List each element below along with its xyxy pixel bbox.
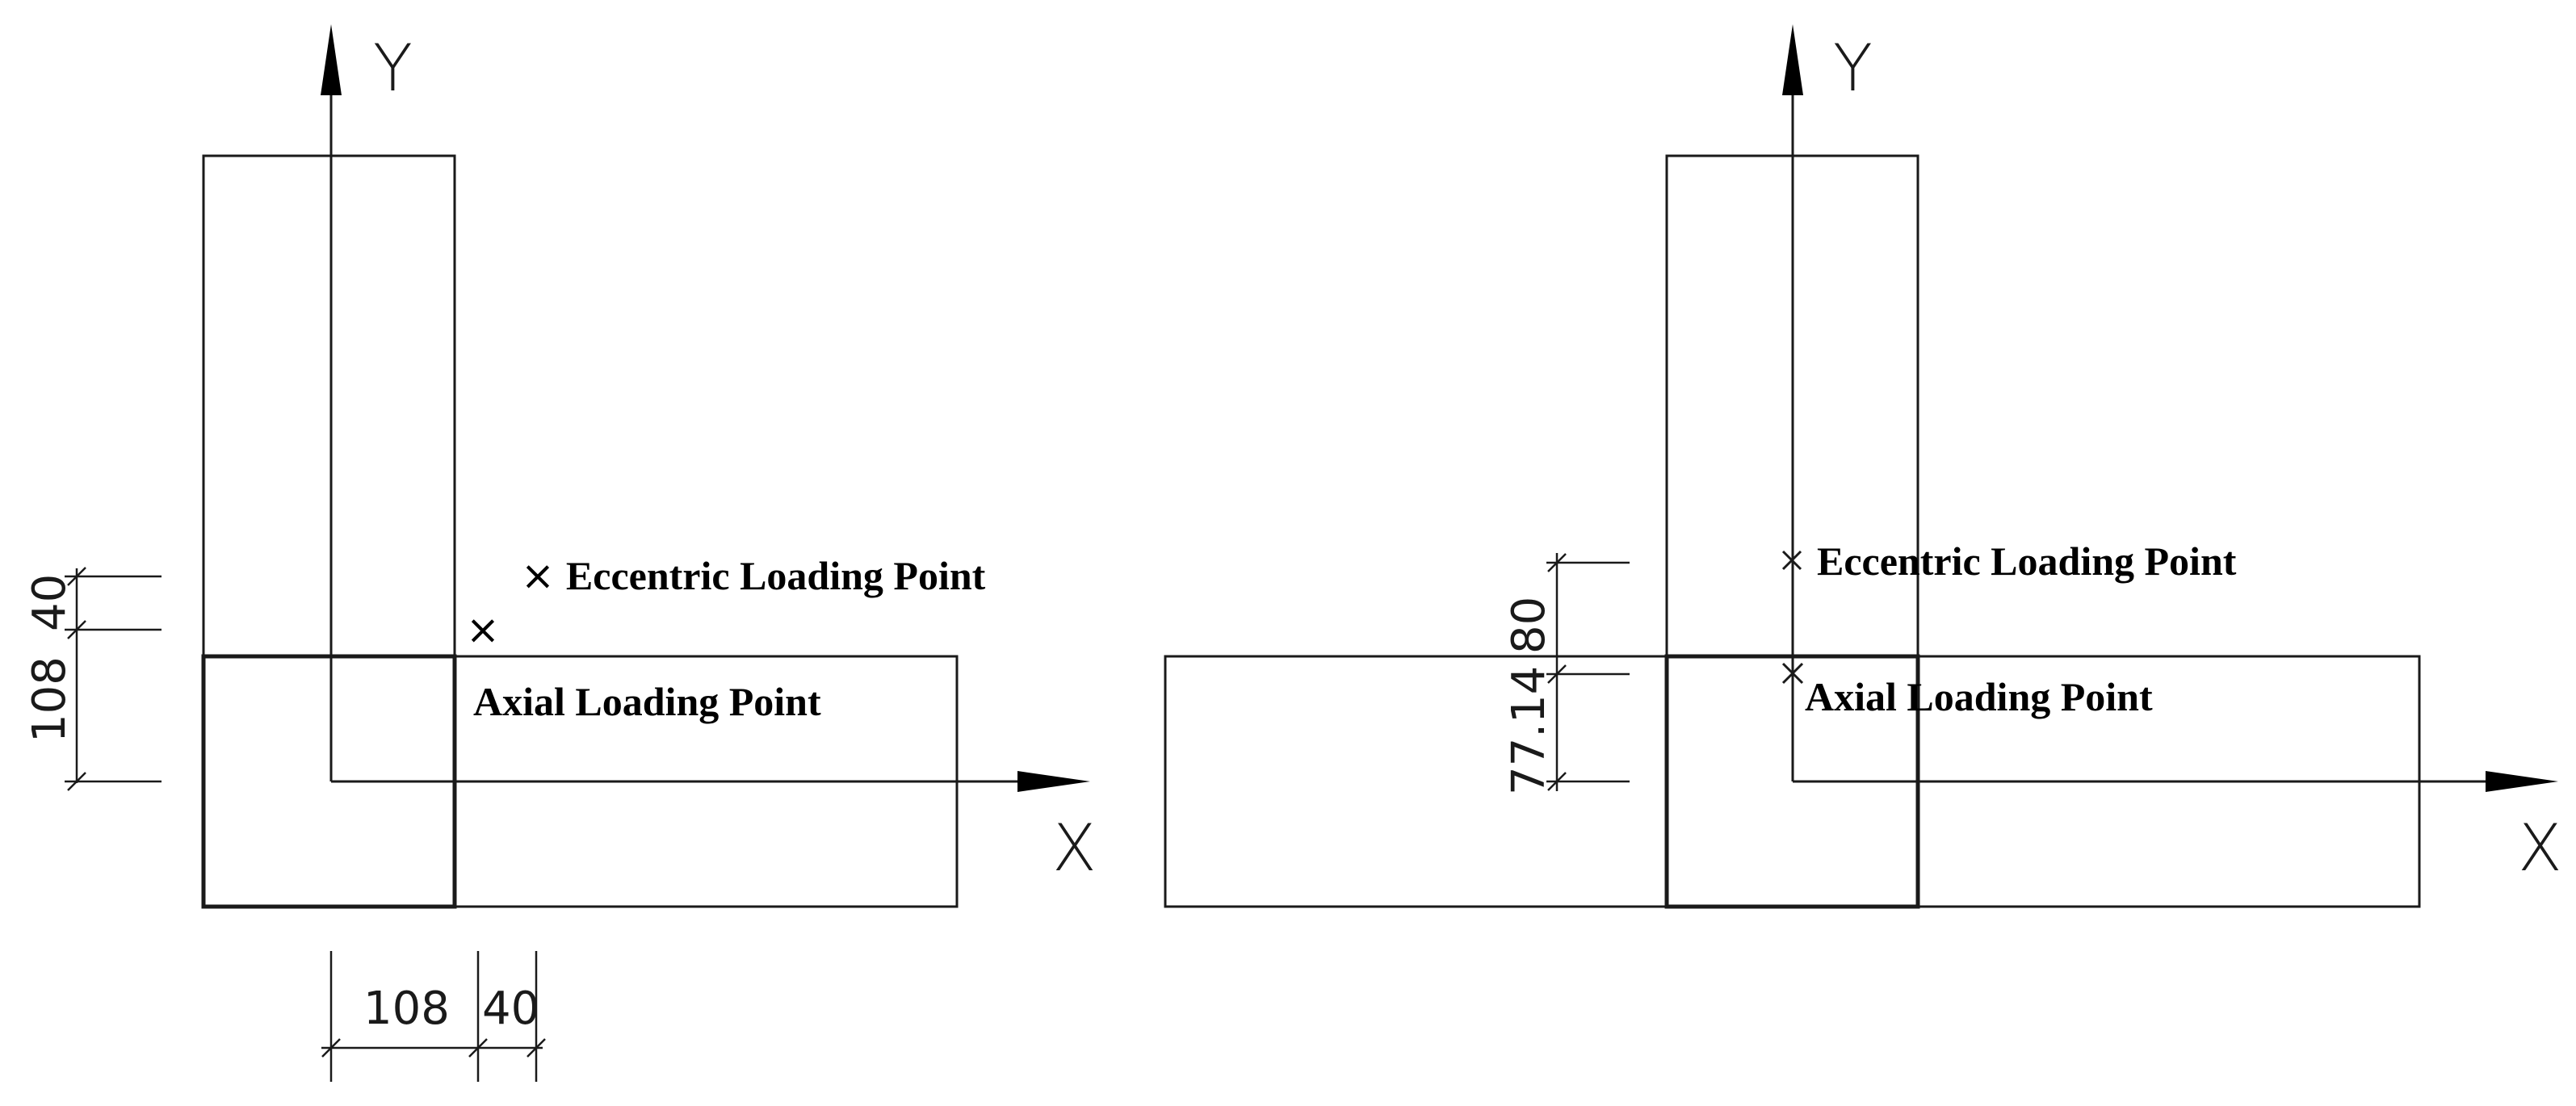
left-horizontal-dimension <box>321 951 546 1082</box>
right-axial-point-marker <box>1781 662 1804 685</box>
right-eccentric-label: Eccentric Loading Point <box>1817 538 2237 584</box>
left-x-arrowhead <box>1017 771 1090 792</box>
left-axial-label: Axial Loading Point <box>473 679 821 724</box>
right-dim-v-lower: 77.14 <box>1503 666 1555 795</box>
right-vertical-dimension <box>1546 553 1630 791</box>
right-diagram: Y X Eccentric Loading Point Axial Loadin… <box>1164 24 2562 909</box>
right-eccentric-point-marker <box>1781 550 1802 571</box>
left-eccentric-point-marker: × <box>466 606 500 653</box>
left-x-axis-label: X <box>1052 811 1097 886</box>
left-dim-h-small: 40 <box>482 982 539 1035</box>
left-eccentric-label-text: Eccentric Loading Point <box>566 553 986 598</box>
right-dim-v-upper: 80 <box>1503 597 1555 654</box>
left-dim-h-large: 108 <box>363 982 450 1035</box>
left-dim-v-small: 40 <box>23 574 76 631</box>
right-axial-label: Axial Loading Point <box>1805 674 2153 719</box>
left-y-arrowhead <box>321 24 342 95</box>
right-x-arrowhead <box>2486 771 2558 792</box>
left-eccentric-label-mark: × <box>521 552 555 599</box>
right-x-axis-label: X <box>2518 811 2562 886</box>
left-diagram: Y X × ×Eccentric Loading Point Axial Loa… <box>23 24 1097 1082</box>
left-eccentric-label: ×Eccentric Loading Point <box>521 552 986 599</box>
left-dim-v-large: 108 <box>23 656 76 743</box>
left-vertical-dimension <box>65 567 162 791</box>
right-y-axis-label: Y <box>1833 31 1873 106</box>
right-y-arrowhead <box>1782 24 1803 95</box>
left-y-axis-label: Y <box>373 31 413 106</box>
left-vertical-flange <box>202 154 456 658</box>
